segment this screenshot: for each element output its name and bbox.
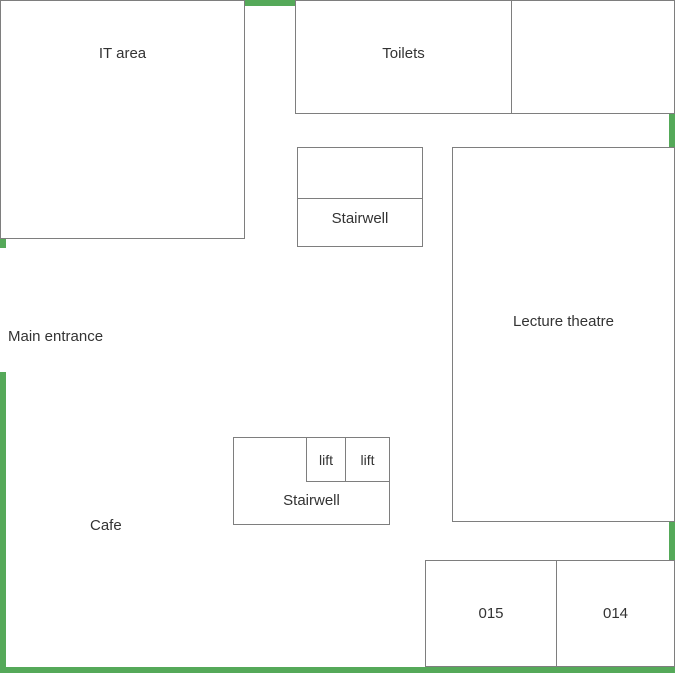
room-015-label: 015 (478, 605, 504, 622)
main-entrance-label: Main entrance (8, 328, 104, 345)
room-it-area: IT area (0, 0, 245, 239)
room-015: 015 (425, 560, 557, 667)
lift-right: lift (345, 437, 390, 482)
cafe-label: Cafe (90, 517, 122, 534)
room-toilets: Toilets (295, 0, 512, 114)
it-area-label: IT area (98, 45, 147, 62)
lift-right-label: lift (360, 451, 375, 468)
stairwell-upper-inner-box-line (298, 198, 422, 199)
lift-left-label: lift (319, 451, 333, 468)
stairwell-upper: Stairwell (297, 147, 423, 247)
stairwell-lower-label: Stairwell (283, 492, 340, 509)
lecture-theatre-label: Lecture theatre (513, 313, 614, 330)
outer-wall-bottom (0, 667, 675, 673)
room-lecture-theatre: Lecture theatre (452, 147, 675, 522)
lift-left: lift (306, 437, 346, 482)
outer-wall-left-lower (0, 372, 6, 673)
stairwell-upper-label: Stairwell (331, 210, 389, 227)
room-unlabeled-top-right (511, 0, 675, 114)
toilets-label: Toilets (382, 45, 425, 62)
room-014: 014 (556, 560, 675, 667)
room-014-label: 014 (602, 605, 629, 622)
